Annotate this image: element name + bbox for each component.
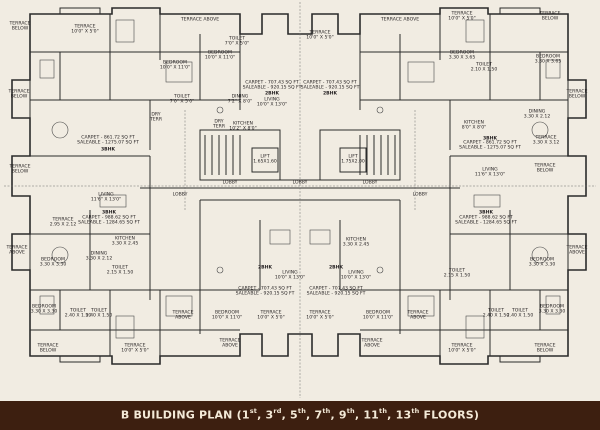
- dimension-lines: [4, 2, 596, 398]
- interior-walls: [11, 7, 587, 363]
- floor-9: 9: [338, 408, 347, 422]
- floor-13: 13: [395, 408, 412, 422]
- floor-1-suffix: st: [249, 407, 258, 415]
- floor-3: 3: [265, 408, 274, 422]
- floor-11-suffix: th: [379, 407, 388, 415]
- floor-3-suffix: rd: [273, 407, 282, 415]
- floor-5-suffix: th: [297, 407, 307, 415]
- caption-banner: B BUILDING PLAN (1st, 3rd, 5th, 7th, 9th…: [0, 401, 600, 430]
- floor-9-suffix: th: [346, 407, 355, 415]
- floor-plan-svg: [4, 2, 596, 398]
- floor-11: 11: [363, 408, 380, 422]
- floor-7: 7: [314, 408, 323, 422]
- caption-suffix: FLOORS): [419, 408, 480, 422]
- floor-13-suffix: th: [411, 407, 420, 415]
- caption-prefix: B BUILDING PLAN (: [120, 408, 242, 422]
- floor-plan-drawing: TERRACE BELOW TERRACE 10'0" X 5'0" TERRA…: [4, 2, 596, 398]
- floor-7-suffix: th: [322, 407, 331, 415]
- furniture: [39, 19, 561, 339]
- floor-5: 5: [290, 408, 298, 422]
- floor-1: 1: [241, 408, 250, 422]
- caption-title: B BUILDING PLAN (1st, 3rd, 5th, 7th, 9th…: [120, 407, 480, 422]
